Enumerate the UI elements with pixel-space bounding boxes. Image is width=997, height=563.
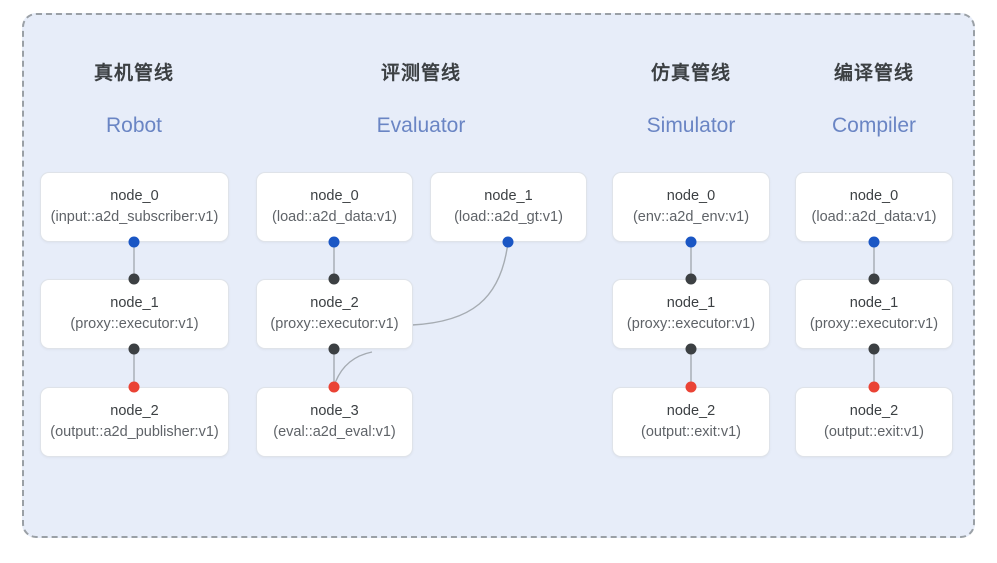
node-evaluator-n1[interactable]: node_1 (load::a2d_gt:v1) <box>430 172 587 242</box>
node-simulator-n1[interactable]: node_1 (proxy::executor:v1) <box>612 279 770 349</box>
node-title: node_0 <box>666 188 716 204</box>
port-output-robot-n2[interactable] <box>128 381 140 393</box>
node-subtitle: (env::a2d_env:v1) <box>632 209 750 225</box>
port-middle-robot-n1-top[interactable] <box>128 273 140 285</box>
node-subtitle: (output::a2d_publisher:v1) <box>50 424 219 440</box>
node-subtitle: (output::exit:v1) <box>824 424 924 440</box>
port-input-simulator-n0[interactable] <box>685 236 697 248</box>
port-middle-compiler-n1-bottom[interactable] <box>868 343 880 355</box>
node-subtitle: (proxy::executor:v1) <box>70 316 199 332</box>
node-title: node_1 <box>666 295 716 311</box>
port-input-evaluator-n0[interactable] <box>328 236 340 248</box>
port-middle-evaluator-n2-bottom[interactable] <box>328 343 340 355</box>
port-input-robot-n0[interactable] <box>128 236 140 248</box>
node-subtitle: (eval::a2d_eval:v1) <box>273 424 396 440</box>
port-middle-simulator-n1-top[interactable] <box>685 273 697 285</box>
node-title: node_1 <box>849 295 899 311</box>
port-middle-robot-n1-bottom[interactable] <box>128 343 140 355</box>
node-compiler-n0[interactable]: node_0 (load::a2d_data:v1) <box>795 172 953 242</box>
node-subtitle: (proxy::executor:v1) <box>809 316 939 332</box>
node-subtitle: (load::a2d_data:v1) <box>811 209 937 225</box>
node-subtitle: (proxy::executor:v1) <box>626 316 756 332</box>
node-title: node_3 <box>310 403 359 419</box>
node-subtitle: (proxy::executor:v1) <box>270 316 399 332</box>
node-evaluator-n3[interactable]: node_3 (eval::a2d_eval:v1) <box>256 387 413 457</box>
port-output-compiler-n2[interactable] <box>868 381 880 393</box>
node-title: node_2 <box>310 295 359 311</box>
node-title: node_0 <box>849 188 899 204</box>
node-evaluator-n0[interactable]: node_0 (load::a2d_data:v1) <box>256 172 413 242</box>
node-robot-n2[interactable]: node_2 (output::a2d_publisher:v1) <box>40 387 229 457</box>
node-simulator-n0[interactable]: node_0 (env::a2d_env:v1) <box>612 172 770 242</box>
port-middle-simulator-n1-bottom[interactable] <box>685 343 697 355</box>
node-subtitle: (load::a2d_data:v1) <box>272 209 397 225</box>
node-subtitle: (input::a2d_subscriber:v1) <box>50 209 219 225</box>
node-title: node_1 <box>484 188 533 204</box>
node-title: node_1 <box>110 295 159 311</box>
port-middle-compiler-n1-top[interactable] <box>868 273 880 285</box>
port-input-evaluator-n1[interactable] <box>502 236 514 248</box>
node-simulator-n2[interactable]: node_2 (output::exit:v1) <box>612 387 770 457</box>
pipeline-frame <box>22 13 975 538</box>
node-compiler-n2[interactable]: node_2 (output::exit:v1) <box>795 387 953 457</box>
port-input-compiler-n0[interactable] <box>868 236 880 248</box>
node-title: node_2 <box>666 403 716 419</box>
node-robot-n1[interactable]: node_1 (proxy::executor:v1) <box>40 279 229 349</box>
port-output-simulator-n2[interactable] <box>685 381 697 393</box>
node-compiler-n1[interactable]: node_1 (proxy::executor:v1) <box>795 279 953 349</box>
node-title: node_0 <box>110 188 159 204</box>
node-title: node_2 <box>110 403 159 419</box>
node-evaluator-n2[interactable]: node_2 (proxy::executor:v1) <box>256 279 413 349</box>
port-output-evaluator-n3[interactable] <box>328 381 340 393</box>
node-robot-n0[interactable]: node_0 (input::a2d_subscriber:v1) <box>40 172 229 242</box>
node-title: node_2 <box>849 403 899 419</box>
node-subtitle: (output::exit:v1) <box>641 424 741 440</box>
node-subtitle: (load::a2d_gt:v1) <box>454 209 563 225</box>
node-title: node_0 <box>310 188 359 204</box>
port-middle-evaluator-n2-top[interactable] <box>328 273 340 285</box>
